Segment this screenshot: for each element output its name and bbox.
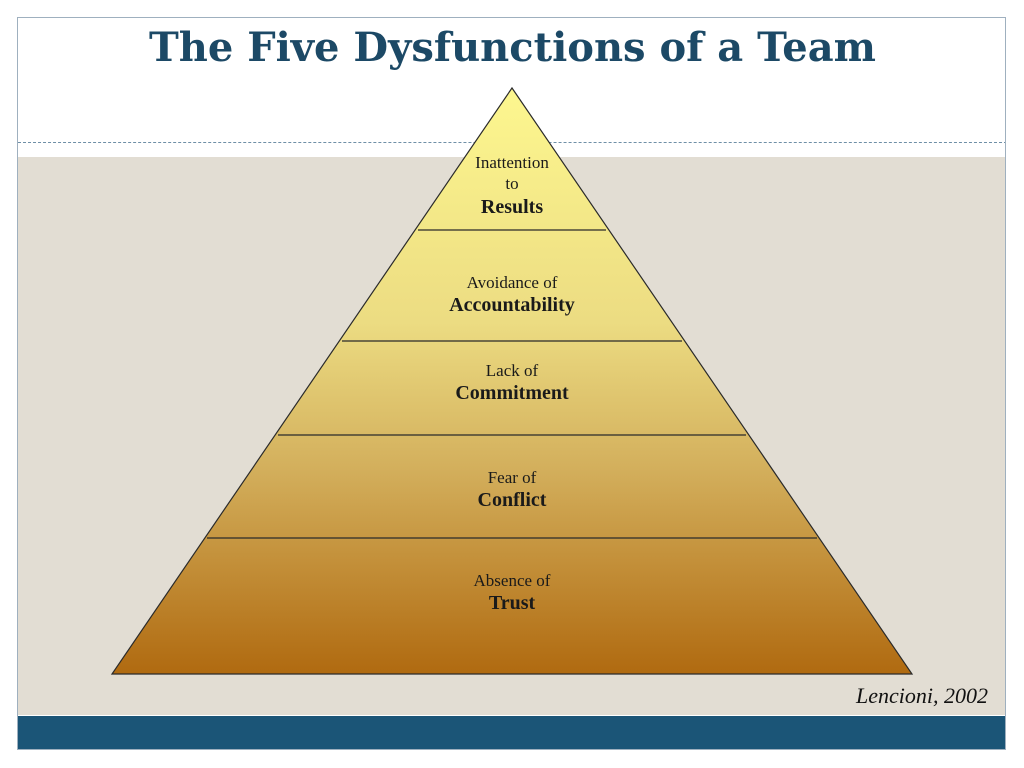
- pyramid-level-conflict: Fear of Conflict: [392, 467, 632, 513]
- level-prefix: to: [505, 174, 519, 194]
- citation: Lencioni, 2002: [856, 683, 988, 708]
- level-keyword: Conflict: [477, 489, 547, 512]
- pyramid-level-results: Inattention to Results: [412, 152, 612, 220]
- level-prefix: Avoidance of: [466, 273, 558, 292]
- level-prefix: Fear of: [487, 468, 537, 487]
- level-prefix: Inattention: [475, 153, 549, 172]
- pyramid-level-commitment: Lack of Commitment: [392, 360, 632, 406]
- pyramid-level-accountability: Avoidance of Accountability: [392, 272, 632, 318]
- level-keyword: Commitment: [455, 382, 569, 405]
- pyramid-shape: [110, 86, 914, 675]
- pyramid-level-trust: Absence of Trust: [392, 570, 632, 616]
- level-keyword: Trust: [488, 592, 536, 615]
- level-prefix: Lack of: [485, 361, 539, 380]
- level-keyword: Results: [480, 195, 544, 218]
- slide-title: The Five Dysfunctions of a Team: [148, 24, 876, 71]
- level-keyword: Accountability: [449, 294, 575, 317]
- footer-bar: [18, 716, 1005, 749]
- level-prefix: Absence of: [473, 571, 551, 590]
